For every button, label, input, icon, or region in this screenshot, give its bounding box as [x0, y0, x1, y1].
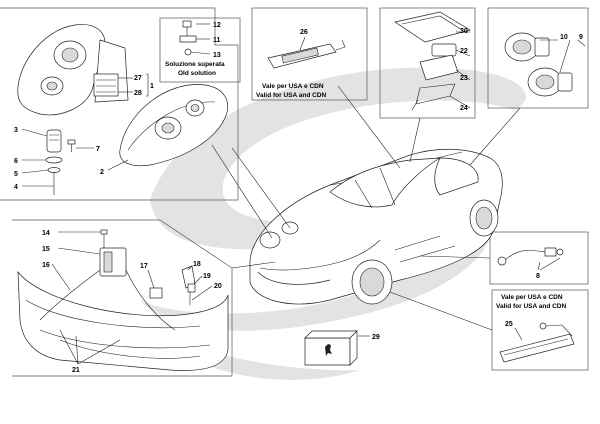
bulb-holder-part — [46, 129, 62, 153]
callout-28: 28 — [134, 90, 142, 97]
rear-reflector-part — [499, 322, 575, 363]
manual-box-part — [304, 330, 358, 366]
frame-number-plate-light — [251, 7, 368, 101]
note-usa-cdn-right-en: Valid for USA and CDN — [496, 303, 566, 310]
callout-27: 27 — [134, 75, 142, 82]
callout-24: 24 — [460, 105, 468, 112]
headlamp-old — [17, 24, 129, 116]
headlamp-washer-pump — [39, 229, 176, 331]
callout-30: 30 — [460, 28, 468, 35]
headlamp-new — [119, 84, 228, 167]
callout-6: 6 — [14, 158, 18, 165]
note-old-solution-it: Soluzione superata — [165, 61, 225, 68]
callout-5: 5 — [14, 171, 18, 178]
callout-14: 14 — [42, 230, 50, 237]
callout-numbers: 1 2 3 4 5 6 7 8 9 10 11 12 13 14 15 16 1… — [14, 22, 583, 374]
callout-17: 17 — [140, 263, 148, 270]
callout-3: 3 — [14, 127, 18, 134]
callout-21: 21 — [72, 367, 80, 374]
callout-11: 11 — [213, 37, 221, 44]
callout-10: 10 — [560, 34, 568, 41]
callout-20: 20 — [214, 283, 222, 290]
leader-lines — [21, 23, 586, 365]
note-usa-cdn-right-it: Vale per USA e CDN — [501, 294, 563, 301]
callout-23: 23 — [460, 75, 468, 82]
front-bumper-part — [17, 270, 229, 371]
note-old-solution-en: Old solution — [178, 70, 216, 77]
frame-lamp-bulbs — [487, 7, 589, 109]
callout-7: 7 — [96, 146, 100, 153]
callout-26: 26 — [300, 29, 308, 36]
callout-29: 29 — [372, 334, 380, 341]
callout-13: 13 — [213, 52, 221, 59]
callout-15: 15 — [42, 246, 50, 253]
callout-9: 9 — [579, 34, 583, 41]
callout-8: 8 — [536, 273, 540, 280]
sensor-parts — [149, 265, 196, 305]
old-solution-parts — [179, 20, 197, 56]
callout-19: 19 — [203, 273, 211, 280]
number-plate-light-part — [267, 39, 346, 69]
callout-18: 18 — [193, 261, 201, 268]
washer-part — [45, 156, 63, 195]
note-usa-cdn-top-it: Vale per USA e CDN — [262, 83, 324, 90]
frame-old-solution — [159, 17, 241, 83]
screw-part — [67, 139, 76, 152]
frame-ceiling-light — [379, 7, 476, 119]
frame-headlamp — [0, 7, 239, 201]
callout-22: 22 — [460, 48, 468, 55]
prancing-horse-icon — [325, 344, 332, 356]
car-body — [249, 148, 503, 305]
lamp-bulbs-part — [504, 32, 573, 97]
note-usa-cdn-top-en: Valid for USA and CDN — [256, 92, 326, 99]
callout-4: 4 — [14, 184, 18, 191]
callout-1: 1 — [150, 83, 154, 90]
ceiling-light-part — [394, 11, 471, 111]
callout-25: 25 — [505, 321, 513, 328]
notes: Soluzione superata Old solution Vale per… — [165, 61, 566, 310]
side-marker-part — [497, 247, 564, 266]
callout-12: 12 — [213, 22, 221, 29]
callout-2: 2 — [100, 169, 104, 176]
callout-16: 16 — [42, 262, 50, 269]
